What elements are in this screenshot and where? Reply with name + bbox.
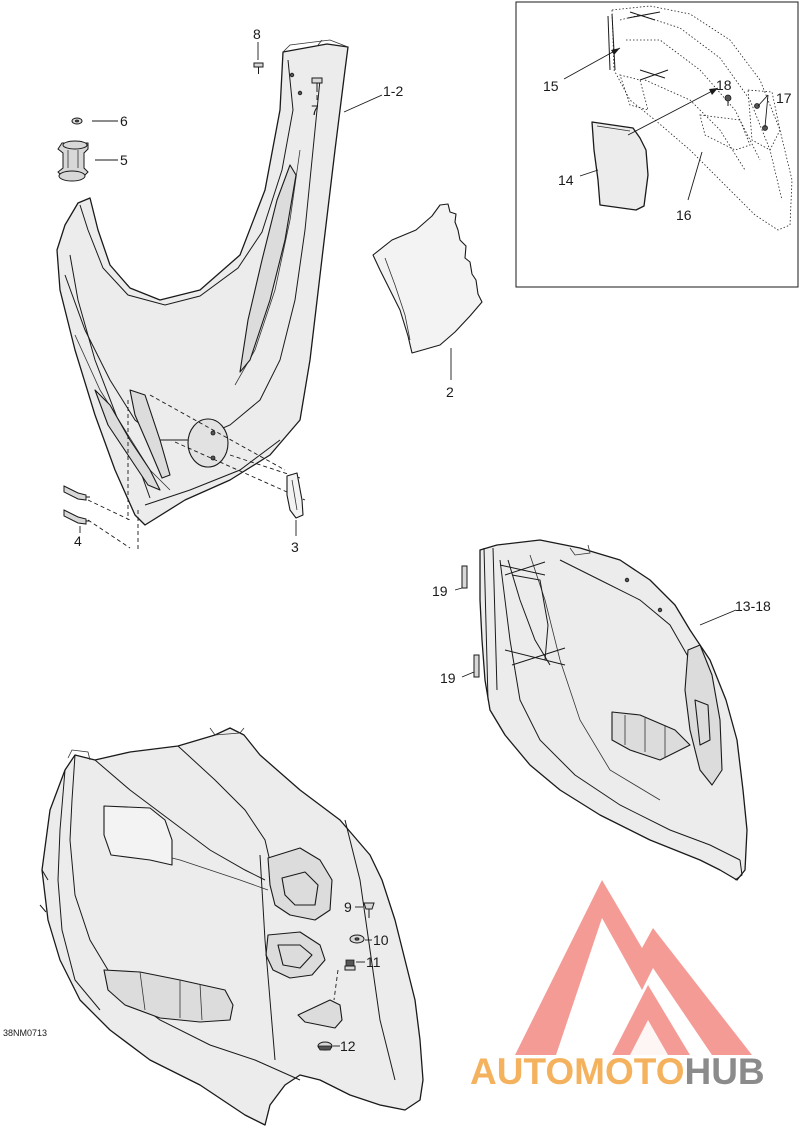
watermark-text-hub: HUB xyxy=(684,1051,764,1092)
callout-19-lower: 19 xyxy=(440,670,456,686)
part-6-washer: 6 xyxy=(71,113,128,129)
inset-part-18-screw xyxy=(724,94,732,106)
callout-1-2: 1-2 xyxy=(383,83,403,99)
callout-3: 3 xyxy=(291,539,299,555)
inset-panel: 15 14 16 18 17 xyxy=(515,1,799,288)
assembly-lines xyxy=(87,394,306,550)
callout-12: 12 xyxy=(340,1038,356,1054)
part-8-screw: 8 xyxy=(253,26,264,74)
callout-11: 11 xyxy=(366,954,381,970)
callout-19-upper: 19 xyxy=(432,583,448,599)
inset-frame xyxy=(515,1,799,288)
callout-7: 7 xyxy=(311,102,319,118)
part-4-rivets: 4 xyxy=(63,485,90,549)
callout-14: 14 xyxy=(558,172,574,188)
part-1-2-panel xyxy=(56,39,349,526)
watermark-text: AUTOMOTOHUB xyxy=(470,1051,765,1092)
figure-reference-code: 38NM0713 xyxy=(3,1028,47,1038)
watermark-text-moto: MOTO xyxy=(574,1051,684,1092)
callout-8: 8 xyxy=(253,26,261,42)
part-12-clip: 12 xyxy=(317,1038,356,1054)
callout-15: 15 xyxy=(543,78,559,94)
svg-text:AUTOMOTOHUB: AUTOMOTOHUB xyxy=(470,1051,765,1092)
callout-16: 16 xyxy=(676,207,692,223)
part-11-nut: 11 xyxy=(344,954,381,971)
callout-17: 17 xyxy=(776,90,792,106)
part-10-washer: 10 xyxy=(349,932,389,948)
part-7-screw: 7 xyxy=(311,77,323,118)
callout-2: 2 xyxy=(446,384,454,400)
part-5-grommet: 5 xyxy=(57,140,128,182)
part-9-screw: 9 xyxy=(344,899,375,918)
callout-18: 18 xyxy=(716,77,732,93)
part-1-2-light-opening xyxy=(187,418,229,468)
watermark-logo-mark xyxy=(515,880,752,1055)
callout-5: 5 xyxy=(120,152,128,168)
lower-side-panel xyxy=(39,727,424,1126)
callout-9: 9 xyxy=(344,899,352,915)
callout-6: 6 xyxy=(120,113,128,129)
callout-4: 4 xyxy=(74,533,82,549)
callout-13-18: 13-18 xyxy=(735,598,771,614)
inset-dotted-panel xyxy=(607,5,793,231)
watermark-text-auto: AUTO xyxy=(470,1051,574,1092)
part-13-18-side-panel: 13-18 xyxy=(479,539,771,881)
callout-10: 10 xyxy=(373,932,389,948)
part-2-decal: 2 xyxy=(372,203,483,400)
part-3-strap: 3 xyxy=(286,472,304,555)
part-19-strips: 19 19 xyxy=(432,565,480,686)
